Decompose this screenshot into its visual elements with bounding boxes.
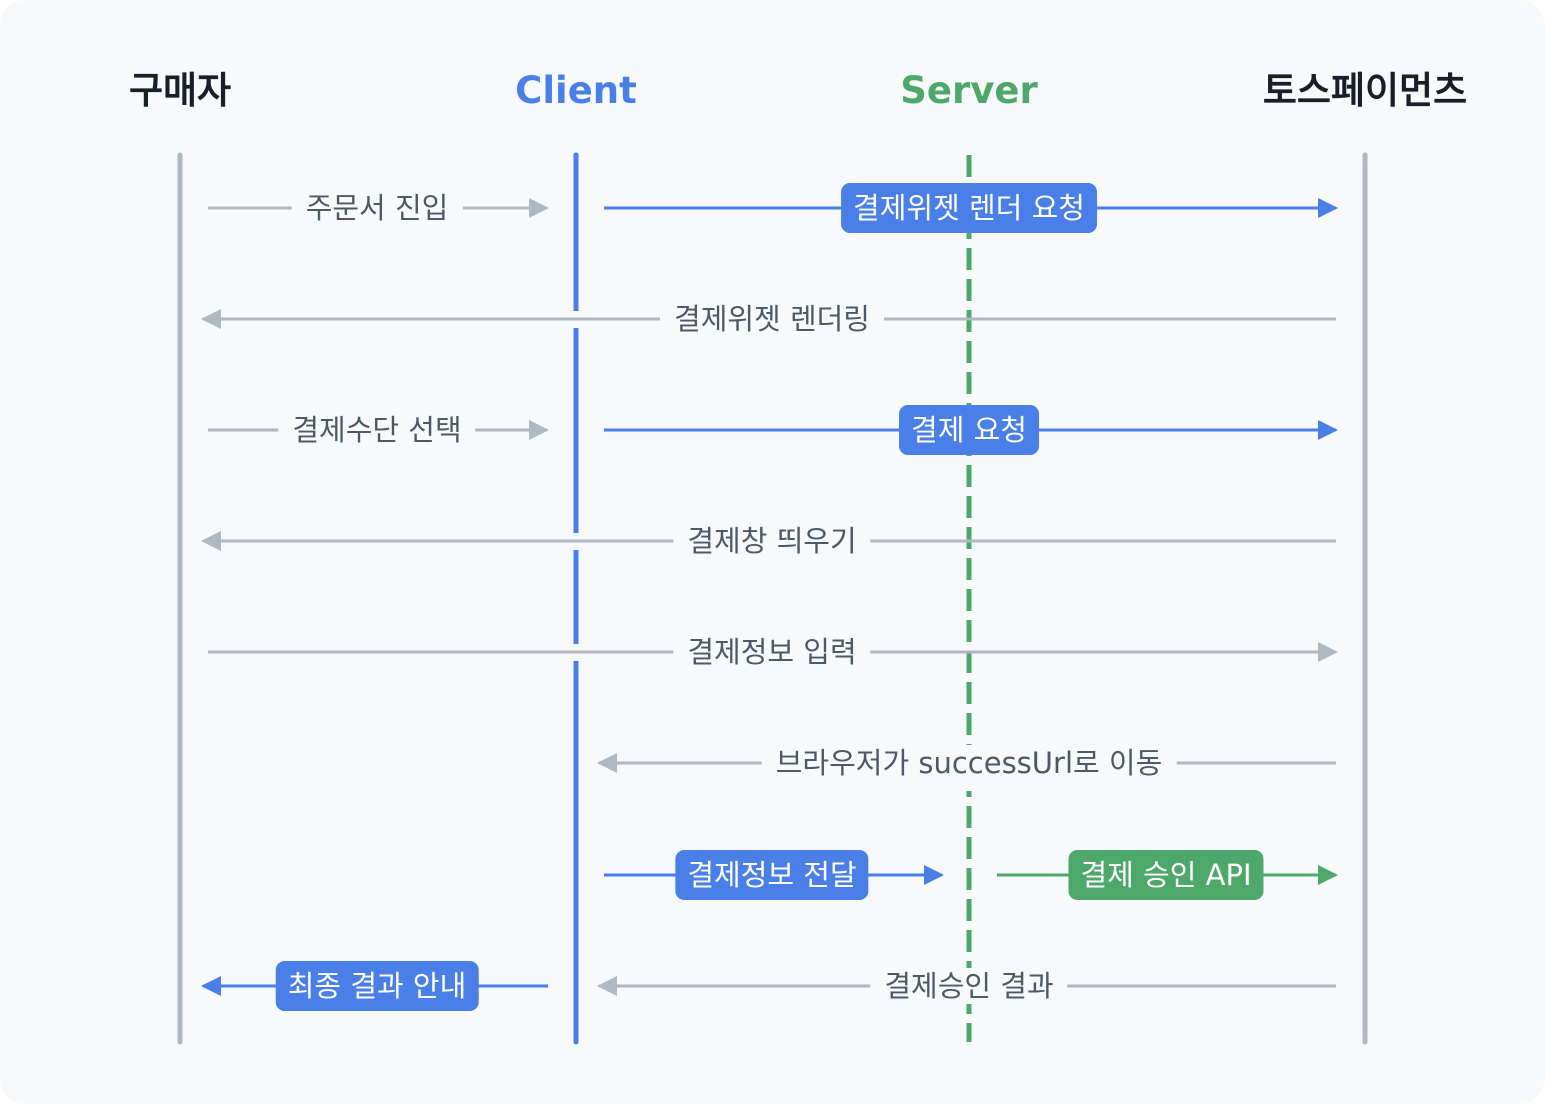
message-label-widget-rendering: 결제위젯 렌더링 bbox=[660, 301, 884, 337]
actor-toss-payments: 토스페이먼츠 bbox=[1262, 69, 1468, 112]
message-label-enter-payment-info: 결제정보 입력 bbox=[673, 634, 871, 670]
message-label-order-entry: 주문서 진입 bbox=[291, 190, 463, 226]
message-label-widget-render-request: 결제위젯 렌더 요청 bbox=[841, 183, 1097, 233]
message-label-final-result-notice: 최종 결과 안내 bbox=[275, 961, 479, 1011]
message-label-confirm-api: 결제 승인 API bbox=[1068, 850, 1264, 900]
message-label-confirm-result: 결제승인 결과 bbox=[870, 968, 1068, 1004]
message-label-method-select: 결제수단 선택 bbox=[278, 412, 476, 448]
message-label-redirect-success-url: 브라우저가 successUrl로 이동 bbox=[761, 745, 1177, 781]
actor-client: Client bbox=[515, 69, 637, 112]
message-label-open-payment-window: 결제창 띄우기 bbox=[673, 523, 871, 559]
actor-buyer: 구매자 bbox=[128, 69, 232, 112]
actor-server: Server bbox=[900, 69, 1038, 112]
message-label-payment-request: 결제 요청 bbox=[899, 405, 1039, 455]
message-label-deliver-payment-info: 결제정보 전달 bbox=[675, 850, 869, 900]
